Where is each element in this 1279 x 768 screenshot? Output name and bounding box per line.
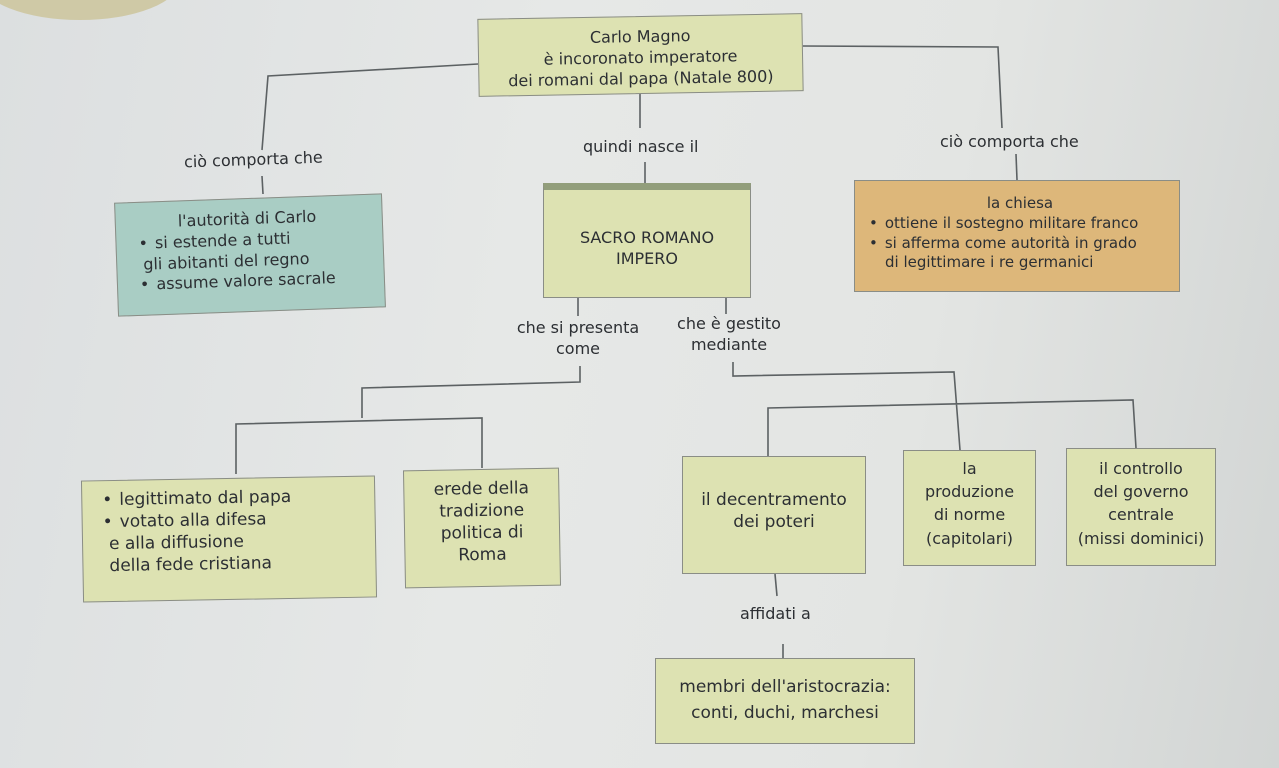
chiesa-bullet-1: ottiene il sostegno militare franco [869,214,1171,234]
connector-presenta-tree [235,366,581,474]
produzione-box: la produzione di norme (capitolari) [903,450,1036,566]
root-box: Carlo Magno è incoronato imperatore dei … [477,13,804,97]
label-affidati: affidati a [740,604,811,623]
decentramento-line2: dei poteri [733,512,815,533]
connector-gestito-tree [732,362,1137,456]
erede-line1: erede della [433,478,530,500]
legittimato-bullet-2-cont2: della fede cristiana [109,553,273,577]
controllo-line3: centrale [1108,505,1174,525]
label-gestito-line1: che è gestito [677,314,781,333]
label-center-nasce: quindi nasce il [583,137,699,156]
produzione-line4: (capitolari) [925,528,1014,548]
autorita-box: l'autorità di Carlo si estende a tutti g… [114,193,386,317]
controllo-line4: (missi dominici) [1077,528,1205,548]
impero-line1: SACRO ROMANO [579,228,715,247]
controllo-line1: il controllo [1099,459,1183,478]
chiesa-title: la chiesa [986,194,1054,212]
label-gestito: che è gestito mediante [664,314,794,356]
connector-root-right [801,45,1003,129]
chiesa-bullet-2-cont: di legittimare i re germanici [885,253,1094,272]
impero-line2: IMPERO [616,248,678,268]
produzione-line2: produzione [924,482,1015,502]
label-presenta: che si presenta come [503,318,653,360]
decentramento-line1: il decentramento [701,490,847,510]
aristocrazia-line2: conti, duchi, marchesi [691,702,879,723]
erede-line3: politica di [440,522,524,544]
controllo-line2: del governo [1093,482,1189,502]
label-presenta-line1: che si presenta [516,318,640,337]
produzione-line1: la [962,459,977,478]
erede-line4: Roma [458,544,507,566]
label-presenta-line2: come [555,338,600,358]
impero-box: SACRO ROMANO IMPERO [543,183,751,298]
controllo-box: il controllo del governo centrale (missi… [1066,448,1216,566]
produzione-line3: di norme [933,505,1006,525]
connector-left-autorita [261,175,264,195]
chiesa-bullet-2: si afferma come autorità in grado [869,234,1171,254]
connector-right-chiesa [1015,153,1018,181]
decentramento-box: il decentramento dei poteri [682,456,866,574]
root-line3: dei romani dal papa (Natale 800) [508,66,774,90]
aristocrazia-line1: membri dell'aristocrazia: [679,677,891,697]
connector-decentramento-affidati [774,573,778,597]
connector-root-left [261,63,479,151]
label-gestito-line2: mediante [690,334,768,354]
erede-line2: tradizione [439,500,525,522]
erede-box: erede della tradizione politica di Roma [402,467,562,589]
label-right-comporta: ciò comporta che [940,132,1079,151]
aristocrazia-box: membri dell'aristocrazia: conti, duchi, … [655,658,915,744]
legittimato-box: legittimato dal papa votato alla difesa … [80,475,378,603]
chiesa-box: la chiesa ottiene il sostegno militare f… [854,180,1180,292]
